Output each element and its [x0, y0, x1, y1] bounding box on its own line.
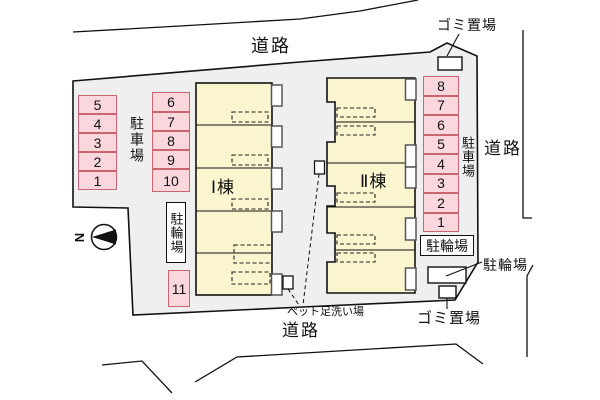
building-1 — [195, 82, 283, 296]
parking-stall: 11 — [168, 270, 190, 307]
garbage-area-bottom-box — [438, 285, 457, 299]
parking-stall: 2 — [78, 152, 117, 171]
building-1-label: Ⅰ棟 — [211, 178, 236, 197]
parking-stall: 6 — [152, 92, 190, 112]
building-1-entrances — [270, 84, 283, 296]
parking-stall: 8 — [423, 76, 459, 96]
parking-stall: 8 — [152, 131, 190, 150]
pet-wash-station-b — [282, 275, 294, 290]
pet-wash-station-a — [313, 160, 326, 175]
parking-stall: 3 — [423, 173, 459, 193]
garbage-top-leader — [446, 33, 460, 57]
north-letter: N — [72, 232, 88, 243]
building-2-label: Ⅱ棟 — [360, 172, 388, 191]
parking-stall: 3 — [78, 133, 117, 152]
building-2-entrances — [404, 78, 417, 291]
road-bottomleft-line — [101, 360, 173, 394]
pet-wash-leader-a — [302, 173, 320, 306]
parking-stall: 6 — [423, 115, 459, 135]
garbage-area-top-box — [437, 56, 463, 71]
parking-stall: 7 — [423, 95, 459, 115]
bicycle-area-right-box — [427, 266, 467, 284]
road-label-bottom: 道路 — [282, 321, 320, 340]
parking-stall: 4 — [423, 154, 459, 174]
north-arrow — [90, 223, 118, 251]
bicycle-label-right-box: 駐輪場 — [420, 235, 474, 256]
parking-stall: 10 — [152, 169, 190, 192]
pet-wash-label: ペット足洗い場 — [287, 306, 364, 318]
building-2 — [326, 77, 417, 294]
road-label-right: 道路 — [484, 139, 522, 158]
road-right-line — [522, 30, 532, 219]
parking-stall: 2 — [423, 193, 459, 213]
road-bottom-line — [194, 343, 484, 383]
road-bottomright-line — [526, 264, 534, 357]
pet-wash-leader-b — [287, 288, 300, 306]
parking-label-left: 駐車場 — [129, 116, 145, 164]
bicycle-label-left-box: 駐輪場 — [166, 202, 186, 263]
parking-stall: 9 — [152, 150, 190, 169]
parking-stall: 5 — [78, 95, 117, 114]
garbage-label-bottom: ゴミ置場 — [417, 310, 482, 327]
parking-stall: 7 — [152, 112, 190, 131]
parking-label-right: 駐車場 — [460, 136, 475, 178]
parking-stall: 1 — [423, 212, 459, 232]
road-label-top: 道路 — [251, 36, 291, 56]
building-1-stair-marks — [231, 111, 273, 285]
parking-stall: 4 — [78, 114, 117, 133]
road-top-line — [72, 0, 419, 33]
building-2-stair-marks — [336, 107, 376, 263]
parking-stall: 1 — [78, 171, 117, 190]
garbage-label-top: ゴミ置場 — [437, 17, 497, 33]
bicycle-label-right-callout: 駐輪場 — [483, 257, 528, 273]
parking-stall: 5 — [423, 134, 459, 154]
bicycle-right-leader — [445, 261, 483, 277]
